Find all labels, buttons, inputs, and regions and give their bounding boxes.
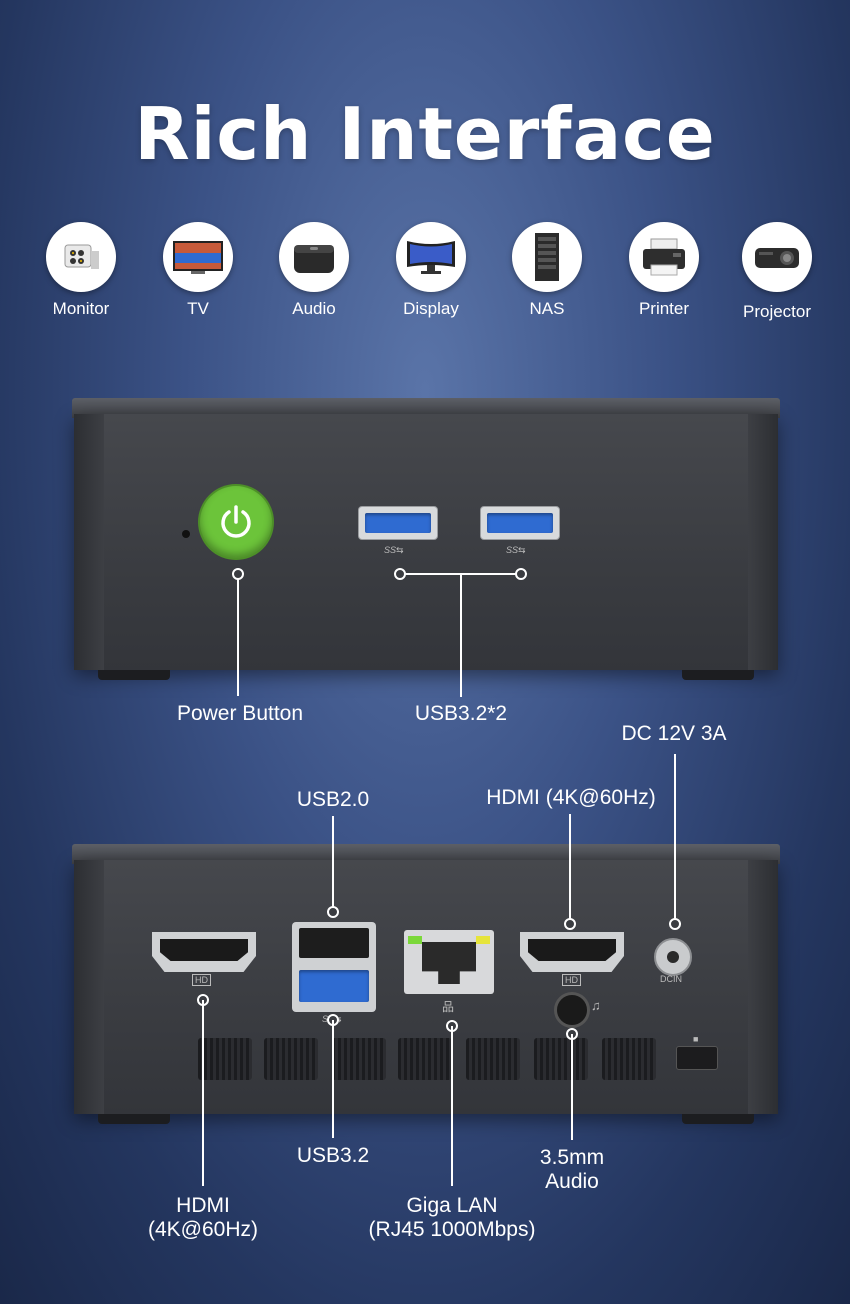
vent bbox=[398, 1038, 452, 1080]
device-label: NAS bbox=[529, 299, 565, 318]
callout-giga-lan: Giga LAN (RJ45 1000Mbps) bbox=[368, 1194, 536, 1241]
callout-usb20: USB2.0 bbox=[296, 788, 370, 811]
vent bbox=[466, 1038, 520, 1080]
lan-led-yellow bbox=[476, 936, 490, 944]
printer-icon bbox=[629, 222, 699, 292]
vent bbox=[602, 1038, 656, 1080]
callout-hdmi-left: HDMI (4K@60Hz) bbox=[147, 1194, 258, 1241]
front-unit-lid bbox=[72, 398, 780, 418]
hd-mark: HD bbox=[562, 974, 581, 986]
curved-monitor-icon bbox=[396, 222, 466, 292]
projector-icon bbox=[742, 222, 812, 292]
security-camera-icon bbox=[46, 222, 116, 292]
device-label: TV bbox=[187, 299, 209, 318]
front-usb3-port-2 bbox=[480, 506, 560, 540]
page-title: Rich Interface bbox=[134, 92, 716, 176]
usb-ss-mark: SS⇆ bbox=[506, 545, 526, 555]
callout-usb32x2: USB3.2*2 bbox=[414, 702, 508, 725]
device-nas: NAS bbox=[510, 222, 584, 319]
callout-audio: 3.5mm Audio bbox=[539, 1146, 605, 1193]
vent bbox=[198, 1038, 252, 1080]
callout-dc-in: DC 12V 3A bbox=[621, 722, 727, 745]
device-audio: Audio bbox=[277, 222, 351, 319]
device-label: Monitor bbox=[52, 299, 110, 318]
callout-power-button: Power Button bbox=[176, 702, 304, 725]
vent bbox=[264, 1038, 318, 1080]
vent bbox=[332, 1038, 386, 1080]
lan-port bbox=[404, 930, 494, 994]
headphone-icon: ♫ bbox=[591, 998, 601, 1013]
device-label: Projector bbox=[742, 302, 812, 321]
usb20-port bbox=[299, 928, 369, 958]
network-icon: 品 bbox=[442, 1000, 455, 1014]
device-tv: TV bbox=[161, 222, 235, 319]
callout-hdmi-right: HDMI (4K@60Hz) bbox=[486, 786, 656, 809]
rear-panel: HD SS⇆ 品 HD ♫ DCIN ■ bbox=[74, 860, 778, 1114]
tv-icon bbox=[163, 222, 233, 292]
usb-stack bbox=[292, 922, 376, 1012]
device-label: Display bbox=[403, 299, 459, 318]
usb32-port bbox=[299, 970, 369, 1002]
device-label: Printer bbox=[638, 299, 690, 318]
callout-usb32: USB3.2 bbox=[296, 1144, 370, 1167]
lan-led-green bbox=[408, 936, 422, 944]
rear-unit-lid bbox=[72, 844, 780, 864]
front-panel: SS⇆ SS⇆ bbox=[74, 414, 778, 670]
power-button[interactable] bbox=[200, 486, 272, 558]
device-projector: Projector bbox=[740, 222, 814, 322]
security-lock-slot bbox=[676, 1046, 718, 1070]
audio-jack bbox=[554, 992, 590, 1028]
dc-in-port bbox=[654, 938, 692, 976]
status-led bbox=[182, 530, 190, 538]
vent bbox=[534, 1038, 588, 1080]
device-printer: Printer bbox=[627, 222, 701, 319]
front-usb3-port-1 bbox=[358, 506, 438, 540]
speaker-icon bbox=[279, 222, 349, 292]
lock-icon: ■ bbox=[693, 1034, 699, 1044]
device-monitor: Monitor bbox=[44, 222, 118, 319]
power-icon bbox=[221, 505, 251, 538]
device-display: Display bbox=[394, 222, 468, 319]
dcin-mark: DCIN bbox=[660, 974, 682, 984]
device-label: Audio bbox=[292, 299, 336, 318]
usb-ss-mark: SS⇆ bbox=[384, 545, 404, 555]
hd-mark: HD bbox=[192, 974, 211, 986]
nas-server-icon bbox=[512, 222, 582, 292]
